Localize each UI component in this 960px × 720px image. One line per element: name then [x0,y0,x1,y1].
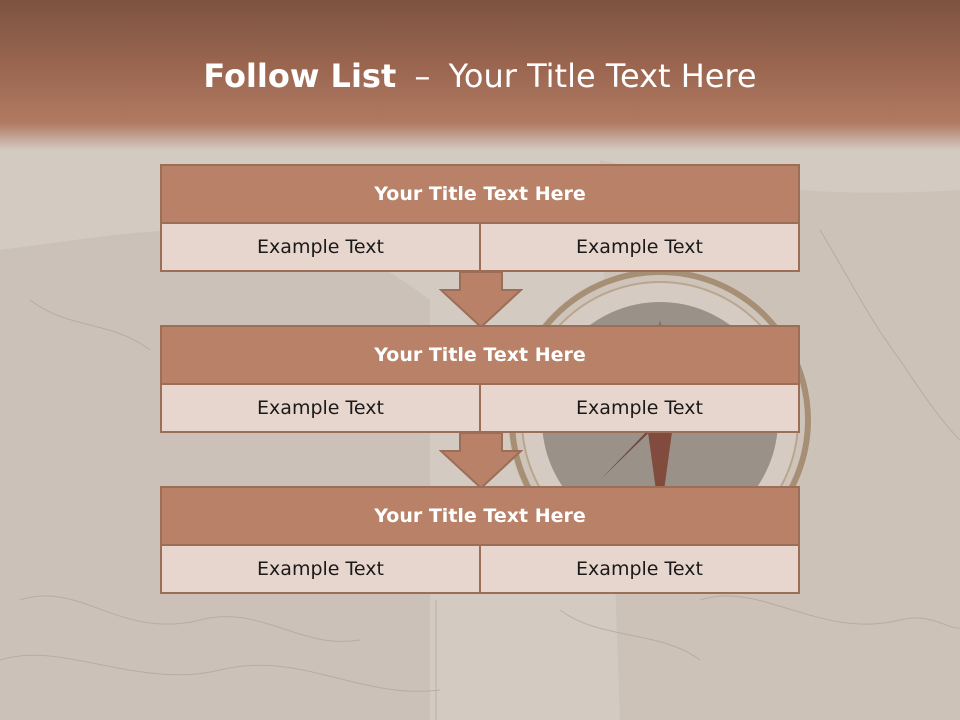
step-row: Example Text Example Text [162,224,798,270]
step-title: Your Title Text Here [162,488,798,546]
step-cell-left: Example Text [162,224,479,270]
step-box-2: Your Title Text Here Example Text Exampl… [160,325,800,433]
step-cell-right: Example Text [479,224,798,270]
title-rest: Your Title Text Here [448,57,757,95]
step-cell-left: Example Text [162,546,479,592]
step-cell-right: Example Text [479,546,798,592]
down-arrow-icon [439,272,523,328]
title-bold: Follow List [203,57,397,95]
step-box-3: Your Title Text Here Example Text Exampl… [160,486,800,594]
title-bar [0,0,960,150]
step-cell-left: Example Text [162,385,479,431]
slide-title: Follow List – Your Title Text Here [0,54,960,98]
down-arrow-icon [439,433,523,489]
step-row: Example Text Example Text [162,546,798,592]
step-cell-right: Example Text [479,385,798,431]
step-title: Your Title Text Here [162,327,798,385]
step-row: Example Text Example Text [162,385,798,431]
title-dash: – [414,57,431,95]
step-box-1: Your Title Text Here Example Text Exampl… [160,164,800,272]
step-title: Your Title Text Here [162,166,798,224]
